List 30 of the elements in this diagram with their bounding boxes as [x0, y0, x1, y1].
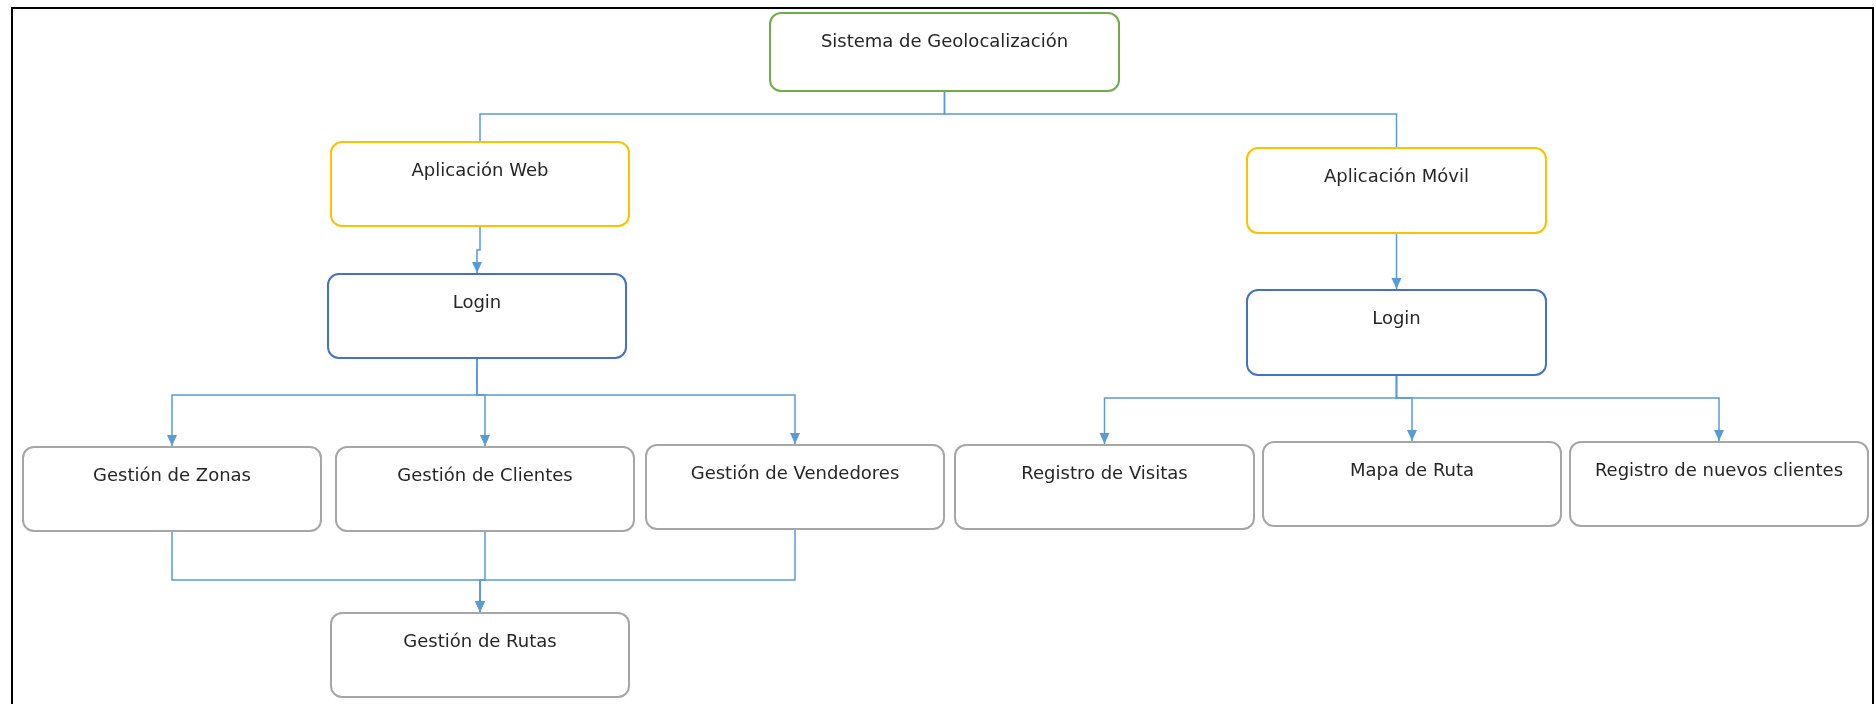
process-box — [327, 273, 627, 359]
arrow — [475, 529, 796, 613]
box-label: Gestión de Vendedores — [690, 462, 900, 483]
box-label: Registro de nuevos clientes — [1594, 459, 1844, 480]
arrow — [1395, 375, 1724, 442]
box-label: Gestión de Clientes — [397, 464, 573, 485]
process-box — [330, 141, 630, 227]
process-box — [1262, 441, 1562, 527]
box-label: Login — [1372, 307, 1421, 328]
arrow — [1391, 233, 1402, 290]
process-box — [22, 446, 322, 532]
process-box — [1246, 289, 1547, 376]
process-box — [1246, 147, 1547, 234]
box-label: Gestión de Zonas — [93, 464, 251, 485]
box-label: Sistema de Geolocalización — [820, 30, 1069, 51]
connector-line — [943, 91, 1398, 148]
box-label: Mapa de Ruta — [1349, 459, 1475, 480]
box-label: Aplicación Móvil — [1324, 165, 1469, 186]
box-label: Aplicación Web — [411, 159, 549, 180]
process-box — [954, 444, 1255, 530]
box-label: Gestión de Rutas — [403, 630, 557, 651]
arrow — [472, 226, 482, 274]
process-box — [645, 444, 945, 530]
arrow — [476, 358, 800, 445]
box-label: Registro de Visitas — [1021, 462, 1188, 483]
process-box — [1569, 441, 1869, 527]
process-box — [335, 446, 635, 532]
process-box — [330, 612, 630, 698]
process-box — [769, 12, 1120, 92]
box-label: Login — [452, 291, 502, 312]
